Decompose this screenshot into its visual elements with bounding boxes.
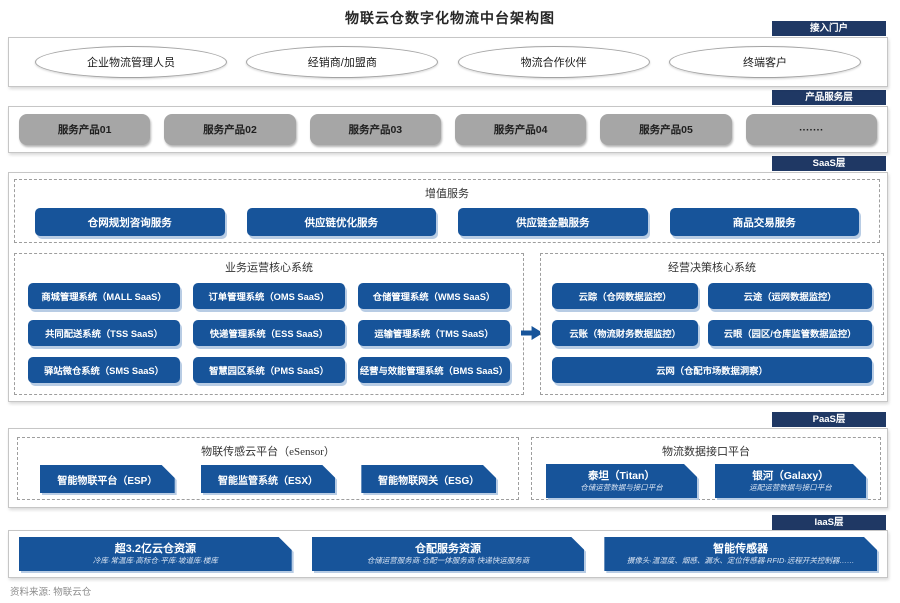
paas-box-wrap: 智能物联网关（ESG） bbox=[361, 465, 496, 493]
layer-tag-saas: SaaS层 bbox=[772, 156, 886, 171]
portal-ellipse-customer: 终端客户 bbox=[668, 46, 861, 78]
paas-box-wrap: 泰坦（Titan） 仓储运营数据与接口平台 bbox=[546, 464, 697, 498]
iaas-box-wrap: 仓配服务资源 仓储运营服务商·仓配一体服务商·快递快运服务商 bbox=[312, 537, 585, 571]
decision-box: 云途（运网数据监控） bbox=[708, 283, 872, 309]
paas-box-wrap: 智能监管系统（ESX） bbox=[201, 465, 336, 493]
saas-section: 增值服务 仓网规划咨询服务 供应链优化服务 供应链金融服务 商品交易服务 业务运… bbox=[8, 172, 888, 402]
layer-tag-portal: 接入门户 bbox=[772, 21, 886, 36]
source-note: 资料来源: 物联云仓 bbox=[10, 587, 92, 598]
iaas-box-smart-sensors: 智能传感器 摄像头·温湿度、烟感、漏水、定位传感器·RFID·远程开关控制器…… bbox=[604, 537, 877, 571]
service-product-box: 服务产品02 bbox=[164, 114, 296, 145]
decision-box: 云账（物流财务数据监控） bbox=[552, 320, 699, 346]
business-ops-box: 快递管理系统（ESS SaaS） bbox=[193, 320, 345, 346]
sensor-cloud-group: 物联传感云平台（eSensor） 智能物联平台（ESP） 智能监管系统（ESX）… bbox=[17, 437, 519, 500]
paas-box: 智能物联平台（ESP） bbox=[40, 465, 175, 493]
iaas-section: 超3.2亿云仓资源 冷库·常温库·高标仓·平库·坡道库·楼库 仓配服务资源 仓储… bbox=[8, 530, 888, 578]
business-ops-box: 订单管理系统（OMS SaaS） bbox=[193, 283, 345, 309]
value-added-box: 供应链优化服务 bbox=[246, 208, 436, 236]
page-title: 物联云仓数字化物流中台架构图 bbox=[345, 10, 555, 26]
service-product-box: 服务产品01 bbox=[19, 114, 151, 145]
business-ops-box: 智慧园区系统（PMS SaaS） bbox=[193, 357, 345, 383]
paas-box: 智能物联网关（ESG） bbox=[361, 465, 496, 493]
service-product-box: 服务产品04 bbox=[454, 114, 587, 145]
decision-box: 云踪（仓网数据监控） bbox=[552, 283, 699, 309]
business-ops-box: 商城管理系统（MALL SaaS） bbox=[28, 283, 180, 309]
paas-box: 智能监管系统（ESX） bbox=[201, 465, 336, 493]
value-added-box: 供应链金融服务 bbox=[458, 208, 648, 236]
decision-group: 经营决策核心系统 云踪（仓网数据监控） 云途（运网数据监控） 云账（物流财务数据… bbox=[540, 253, 884, 395]
portal-section: 企业物流管理人员 经销商/加盟商 物流合作伙伴 终端客户 bbox=[8, 37, 888, 87]
data-interface-box-galaxy: 银河（Galaxy） 运配运营数据与接口平台 bbox=[715, 464, 866, 498]
business-ops-box: 驿站微仓系统（SMS SaaS） bbox=[28, 357, 180, 383]
layer-tag-paas: PaaS层 bbox=[772, 412, 886, 427]
business-ops-group: 业务运营核心系统 商城管理系统（MALL SaaS） 订单管理系统（OMS Sa… bbox=[14, 253, 524, 395]
service-product-box-more: ······· bbox=[745, 114, 877, 145]
data-interface-title: 物流数据接口平台 bbox=[662, 446, 750, 458]
business-ops-box: 仓储管理系统（WMS SaaS） bbox=[358, 283, 510, 309]
iaas-box-wrap: 智能传感器 摄像头·温湿度、烟感、漏水、定位传感器·RFID·远程开关控制器…… bbox=[604, 537, 877, 571]
business-ops-title: 业务运营核心系统 bbox=[225, 262, 313, 274]
layer-tag-iaas: IaaS层 bbox=[772, 515, 886, 530]
portal-ellipse-distributor: 经销商/加盟商 bbox=[246, 46, 439, 78]
box-desc: 摄像头·温湿度、烟感、漏水、定位传感器·RFID·远程开关控制器…… bbox=[626, 555, 855, 565]
box-desc: 冷库·常温库·高标仓·平库·坡道库·楼库 bbox=[92, 555, 218, 565]
box-title: 超3.2亿云仓资源 bbox=[114, 542, 196, 555]
value-added-box: 商品交易服务 bbox=[669, 208, 859, 236]
business-ops-box: 运输管理系统（TMS SaaS） bbox=[358, 320, 510, 346]
box-desc: 仓储运营服务商·仓配一体服务商·快递快运服务商 bbox=[366, 555, 530, 565]
box-title: 银河（Galaxy） bbox=[752, 469, 829, 482]
layer-tag-products: 产品服务层 bbox=[772, 90, 886, 105]
paas-box-wrap: 银河（Galaxy） 运配运营数据与接口平台 bbox=[715, 464, 866, 498]
portal-ellipse-partner: 物流合作伙伴 bbox=[457, 46, 650, 78]
value-added-title: 增值服务 bbox=[425, 188, 469, 200]
decision-box: 云网（仓配市场数据洞察） bbox=[552, 357, 872, 383]
business-ops-box: 共同配送系统（TSS SaaS） bbox=[28, 320, 180, 346]
iaas-box-fulfillment-resources: 仓配服务资源 仓储运营服务商·仓配一体服务商·快递快运服务商 bbox=[312, 537, 585, 571]
decision-title: 经营决策核心系统 bbox=[668, 262, 756, 274]
box-desc: 仓储运营数据与接口平台 bbox=[580, 482, 663, 492]
service-product-box: 服务产品03 bbox=[309, 114, 441, 145]
paas-section: 物联传感云平台（eSensor） 智能物联平台（ESP） 智能监管系统（ESX）… bbox=[8, 428, 888, 508]
box-title: 仓配服务资源 bbox=[415, 542, 481, 555]
service-product-box: 服务产品05 bbox=[600, 114, 732, 145]
products-section: 服务产品01 服务产品02 服务产品03 服务产品04 服务产品05 ·····… bbox=[8, 106, 888, 153]
data-interface-group: 物流数据接口平台 泰坦（Titan） 仓储运营数据与接口平台 银河（Galaxy… bbox=[531, 437, 881, 500]
value-added-box: 仓网规划咨询服务 bbox=[35, 208, 225, 236]
paas-box-wrap: 智能物联平台（ESP） bbox=[40, 465, 175, 493]
sensor-cloud-title: 物联传感云平台（eSensor） bbox=[201, 446, 335, 458]
data-interface-box-titan: 泰坦（Titan） 仓储运营数据与接口平台 bbox=[546, 464, 697, 498]
box-title: 智能传感器 bbox=[713, 542, 769, 555]
iaas-box-wrap: 超3.2亿云仓资源 冷库·常温库·高标仓·平库·坡道库·楼库 bbox=[19, 537, 292, 571]
box-desc: 运配运营数据与接口平台 bbox=[749, 482, 832, 492]
portal-ellipse-enterprise: 企业物流管理人员 bbox=[35, 46, 227, 78]
box-title: 泰坦（Titan） bbox=[588, 469, 655, 482]
iaas-box-warehouse-resources: 超3.2亿云仓资源 冷库·常温库·高标仓·平库·坡道库·楼库 bbox=[19, 537, 292, 571]
value-added-group: 增值服务 仓网规划咨询服务 供应链优化服务 供应链金融服务 商品交易服务 bbox=[14, 179, 880, 243]
business-ops-box: 经营与效能管理系统（BMS SaaS） bbox=[358, 357, 510, 383]
decision-box: 云眼（园区/仓库监管数据监控） bbox=[708, 320, 872, 346]
